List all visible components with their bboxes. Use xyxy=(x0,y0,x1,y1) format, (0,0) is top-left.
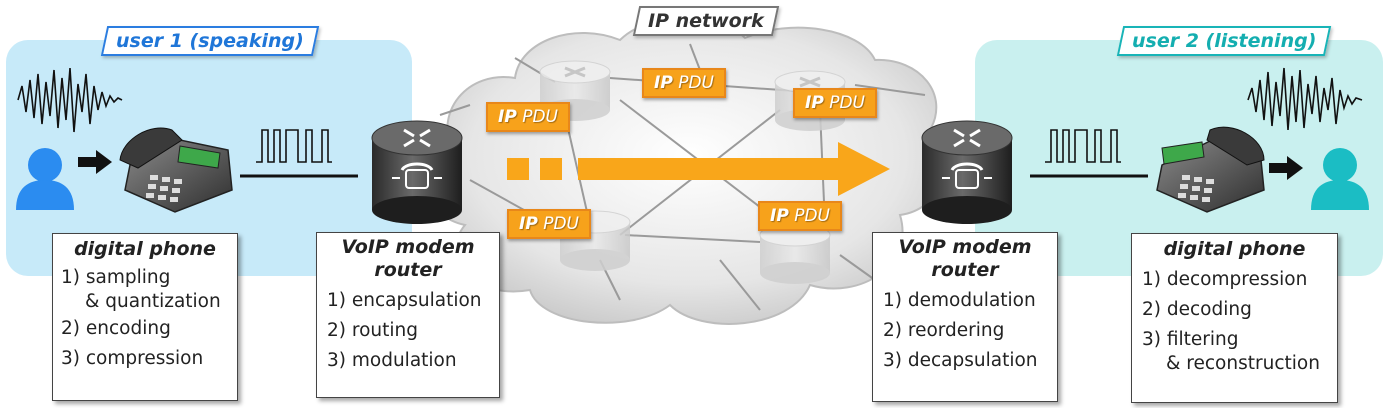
step-item: & reconstruction xyxy=(1166,353,1320,374)
step-item: 1) demodulation xyxy=(883,290,1036,311)
telephone-icon xyxy=(119,127,233,213)
waveform-icon xyxy=(1247,67,1363,131)
user1-label: user 1 (speaking) xyxy=(100,26,320,56)
step-item: 1) encapsulation xyxy=(327,290,482,311)
box-title: digital phone xyxy=(1163,238,1306,260)
step-item: 3) modulation xyxy=(327,350,457,371)
step-item: 3) compression xyxy=(61,348,204,369)
step-item: 2) decoding xyxy=(1142,299,1252,320)
waveform-icon xyxy=(17,67,123,133)
step-item: 2) reordering xyxy=(883,320,1005,341)
box-title: digital phone xyxy=(74,238,216,260)
user-icon xyxy=(16,148,74,210)
pdu-packet: IP PDU xyxy=(758,201,842,231)
pdu-packet: IP PDU xyxy=(486,102,570,132)
flow-arrow xyxy=(507,142,890,196)
step-item: 2) routing xyxy=(327,320,418,341)
user2-label: user 2 (listening) xyxy=(1116,26,1332,56)
step-item: 1) decompression xyxy=(1142,269,1308,290)
receiver-phone-box: digital phone 1) decompression 2) decodi… xyxy=(1131,233,1338,403)
user-icon xyxy=(1311,148,1369,210)
router-icon xyxy=(921,120,1013,224)
telephone-icon xyxy=(1156,126,1265,213)
digital-signal-icon xyxy=(1045,129,1121,163)
arrow-icon xyxy=(78,150,1303,180)
sender-phone-box: digital phone 1) sampling & quantization… xyxy=(52,233,238,401)
step-item: 1) sampling xyxy=(61,267,171,288)
step-item: 2) encoding xyxy=(61,318,171,339)
digital-signal-icon xyxy=(256,129,332,163)
pdu-packet: IP PDU xyxy=(507,209,591,239)
pdu-packet: IP PDU xyxy=(642,68,726,98)
ip-network-label: IP network xyxy=(632,6,779,36)
step-item: 3) filtering xyxy=(1142,329,1239,350)
router-icon xyxy=(371,120,463,224)
step-item: 3) decapsulation xyxy=(883,350,1038,371)
step-item: & quantization xyxy=(85,291,221,312)
pdu-packet: IP PDU xyxy=(793,88,877,118)
